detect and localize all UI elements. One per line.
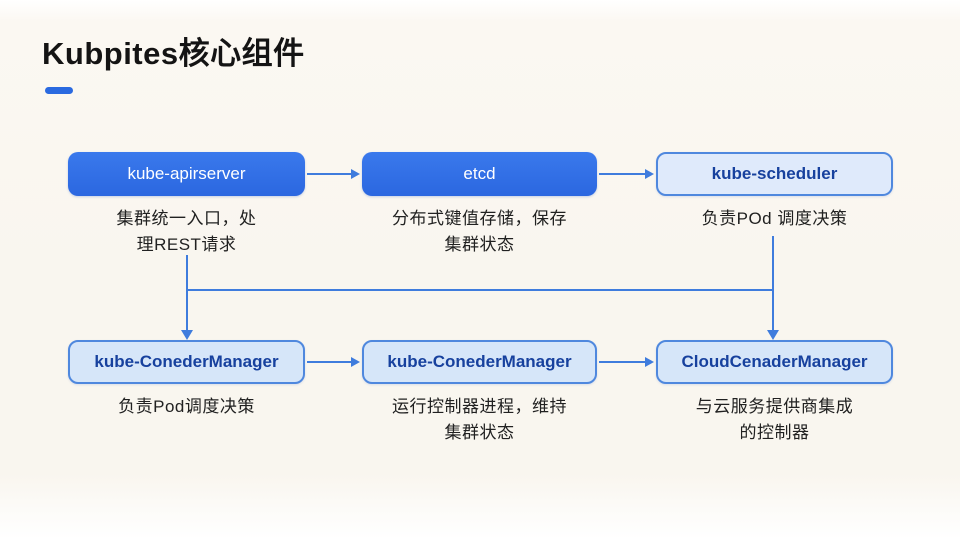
title-accent-bar: [45, 87, 73, 94]
node-kube-conedermanager-2: kube-ConederManager: [362, 340, 597, 384]
node-etcd: etcd: [362, 152, 597, 196]
arrow-etcd-to-scheduler-head: [645, 169, 654, 179]
node-label: kube-ConederManager: [94, 352, 279, 371]
arrow-etcd-to-scheduler-line: [599, 173, 645, 175]
page-title: Kubpites核心组件: [42, 36, 305, 71]
node-cloudcenadermanager: CloudCenaderManager: [656, 340, 893, 384]
connector-scheduler-down-head: [767, 330, 779, 340]
connector-bus-line: [186, 289, 774, 291]
caption-kube-conedermanager-1: 负责Pod调度决策: [118, 397, 255, 416]
caption-kube-scheduler: 负责POd 调度决策: [701, 209, 848, 228]
arrow-cm1-to-cm2-line: [307, 361, 351, 363]
node-label: kube-apirserver: [127, 164, 246, 183]
arrow-cm2-to-ccm-line: [599, 361, 645, 363]
arrow-cm1-to-cm2-head: [351, 357, 360, 367]
connector-apirserver-down-head: [181, 330, 193, 340]
node-kube-conedermanager-1: kube-ConederManager: [68, 340, 305, 384]
node-label: CloudCenaderManager: [681, 352, 868, 371]
node-kube-apirserver: kube-apirserver: [68, 152, 305, 196]
caption-kube-apirserver: 集群统一入口，处 理REST请求: [116, 209, 257, 254]
connector-scheduler-down-line: [772, 236, 774, 331]
caption-kube-conedermanager-2: 运行控制器进程，维持 集群状态: [392, 397, 567, 442]
caption-etcd: 分布式键值存储，保存 集群状态: [392, 209, 567, 254]
node-label: kube-ConederManager: [387, 352, 572, 371]
node-label: etcd: [463, 164, 496, 183]
node-label: kube-scheduler: [711, 164, 838, 183]
arrow-apirserver-to-etcd-head: [351, 169, 360, 179]
arrow-apirserver-to-etcd-line: [307, 173, 351, 175]
connector-apirserver-down-line: [186, 255, 188, 331]
node-kube-scheduler: kube-scheduler: [656, 152, 893, 196]
arrow-cm2-to-ccm-head: [645, 357, 654, 367]
caption-cloudcenadermanager: 与云服务提供商集成 的控制器: [695, 397, 854, 442]
